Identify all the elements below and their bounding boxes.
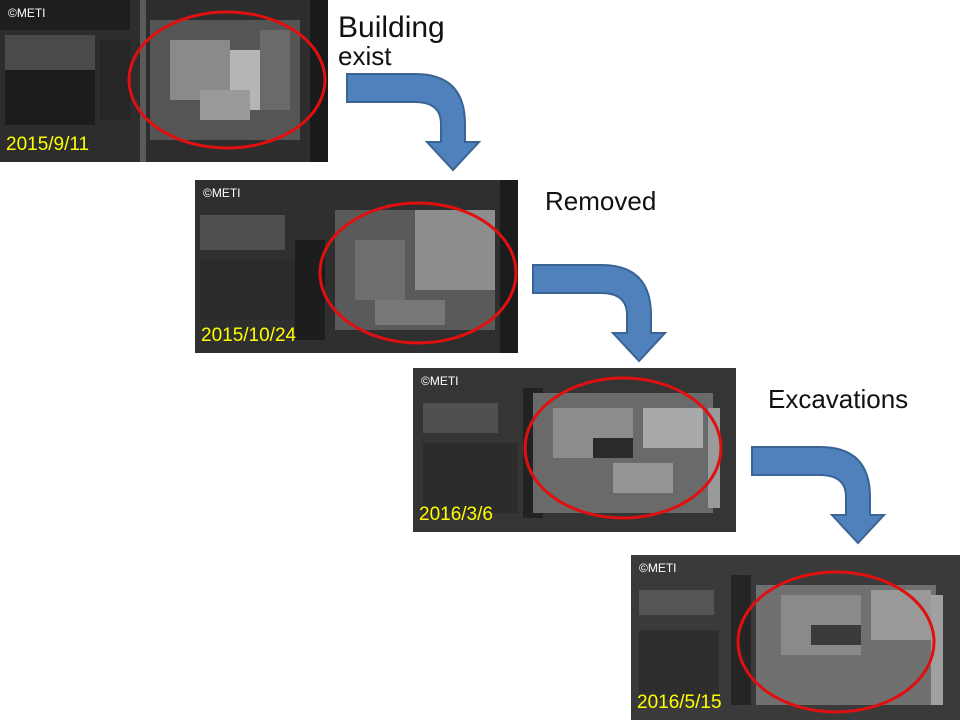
copyright-label: ©METI — [639, 561, 677, 575]
bent-arrow-icon — [346, 73, 482, 172]
satellite-image-4: ©METI 2016/5/15 — [631, 555, 960, 720]
copyright-label: ©METI — [421, 374, 459, 388]
satellite-image-3: ©METI 2016/3/6 — [413, 368, 736, 532]
date-label: 2015/10/24 — [201, 325, 297, 346]
label-excavations: Excavations — [768, 384, 909, 414]
date-label: 2015/9/11 — [6, 134, 90, 155]
satellite-scene-2 — [195, 180, 518, 353]
highlight-ellipse-2 — [318, 201, 518, 345]
date-label: 2016/3/6 — [419, 504, 493, 525]
label-building-exist: Building exist — [338, 8, 445, 76]
label-exist: exist — [338, 41, 392, 71]
satellite-image-1: ©METI 2015/9/11 — [0, 0, 328, 162]
highlight-ellipse-3 — [523, 376, 723, 520]
satellite-image-2: ©METI 2015/10/24 — [195, 180, 518, 353]
bent-arrow-icon — [532, 264, 668, 363]
label-removed: Removed — [545, 186, 657, 216]
bent-arrow-icon — [751, 446, 887, 545]
date-label: 2016/5/15 — [637, 692, 722, 713]
label-building: Building — [338, 11, 445, 44]
highlight-ellipse-1 — [127, 10, 327, 150]
copyright-label: ©METI — [8, 6, 46, 20]
highlight-ellipse-4 — [736, 570, 936, 714]
copyright-label: ©METI — [203, 186, 241, 200]
